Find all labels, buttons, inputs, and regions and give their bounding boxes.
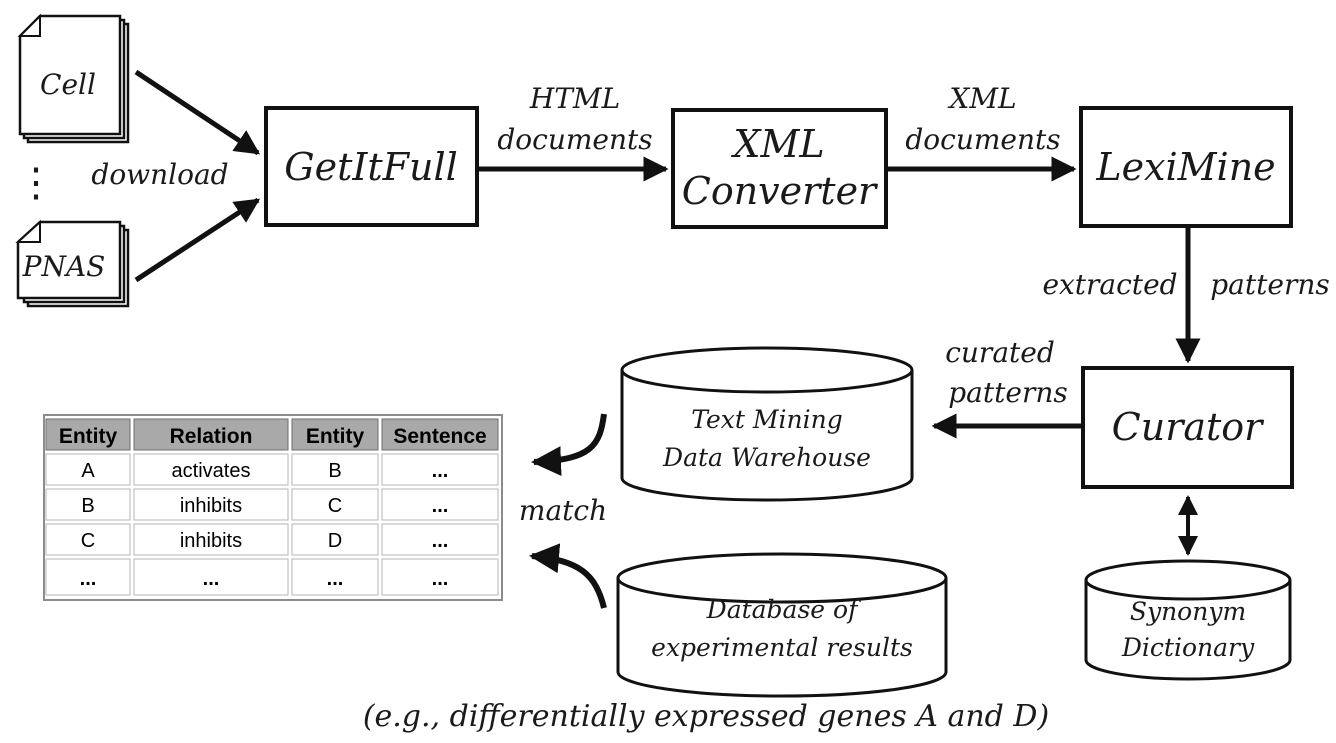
warehouse-label-2: Data Warehouse <box>662 443 871 472</box>
table-header-entity-2: Entity <box>306 425 365 448</box>
html-label-1: HTML <box>529 82 620 115</box>
table-cell: C <box>81 530 95 552</box>
curator-box: Curator <box>1081 366 1294 489</box>
table-cell: ... <box>203 568 220 590</box>
table-cell: ... <box>80 568 97 590</box>
xml-converter-label-1: XML <box>730 122 824 166</box>
cell-label: Cell <box>40 68 96 101</box>
curated-label-1: curated <box>945 336 1055 369</box>
table-cell: inhibits <box>180 530 242 552</box>
table-cell: C <box>328 495 342 517</box>
table-cell: ... <box>432 568 449 590</box>
getitfull-box: GetItFull <box>264 106 479 227</box>
match-arrow-warehouse <box>531 413 607 477</box>
cell-document-stack: Cell <box>17 13 130 144</box>
sources-ellipsis: ⋮ <box>16 160 56 206</box>
pnas-label: PNAS <box>22 250 106 283</box>
xml-label-2: documents <box>905 123 1060 156</box>
caption: (e.g., differentially expressed genes A … <box>363 699 1049 734</box>
table-cell: D <box>328 530 342 552</box>
table-cell: B <box>328 460 341 482</box>
table-cell: activates <box>172 460 251 482</box>
getitfull-label: GetItFull <box>284 145 458 189</box>
text-mining-warehouse-db: Text Mining Data Warehouse <box>620 346 914 502</box>
table-cell: ... <box>432 495 449 517</box>
leximine-label: LexiMine <box>1095 145 1275 189</box>
xml-converter-box: XML Converter <box>671 108 888 229</box>
table-header-relation: Relation <box>170 425 253 448</box>
experimental-label-1: Database of <box>706 595 861 624</box>
curated-label-2: patterns <box>948 376 1067 409</box>
relation-table: Entity Relation Entity Sentence A activa… <box>43 414 503 601</box>
patterns-label: patterns <box>1210 268 1329 301</box>
pnas-document-stack: PNAS <box>15 219 130 308</box>
synonym-label-1: Synonym <box>1130 597 1246 626</box>
experimental-label-2: experimental results <box>651 633 913 662</box>
table-cell: inhibits <box>180 495 242 517</box>
match-arrow-experimental <box>529 543 607 609</box>
download-arrow-top <box>134 69 261 156</box>
extracted-label: extracted <box>1042 268 1177 301</box>
download-label: download <box>91 158 228 191</box>
experimental-results-db: Database of experimental results <box>616 552 948 698</box>
leximine-box: LexiMine <box>1079 106 1293 228</box>
table-cell: A <box>81 460 95 482</box>
synonym-dictionary-db: Synonym Dictionary <box>1084 559 1292 681</box>
synonym-label-2: Dictionary <box>1121 633 1255 662</box>
table-cell: B <box>81 495 94 517</box>
table-header-sentence: Sentence <box>393 425 486 448</box>
match-label: match <box>519 494 607 527</box>
table-cell: ... <box>432 530 449 552</box>
download-arrow-bottom <box>134 197 261 283</box>
curator-label: Curator <box>1112 405 1266 449</box>
xml-label-1: XML <box>947 82 1016 115</box>
table-cell: ... <box>327 568 344 590</box>
html-label-2: documents <box>497 123 652 156</box>
xml-converter-label-2: Converter <box>682 169 879 213</box>
table-header-entity-1: Entity <box>59 425 118 448</box>
table-cell: ... <box>432 460 449 482</box>
warehouse-label-1: Text Mining <box>691 405 842 434</box>
